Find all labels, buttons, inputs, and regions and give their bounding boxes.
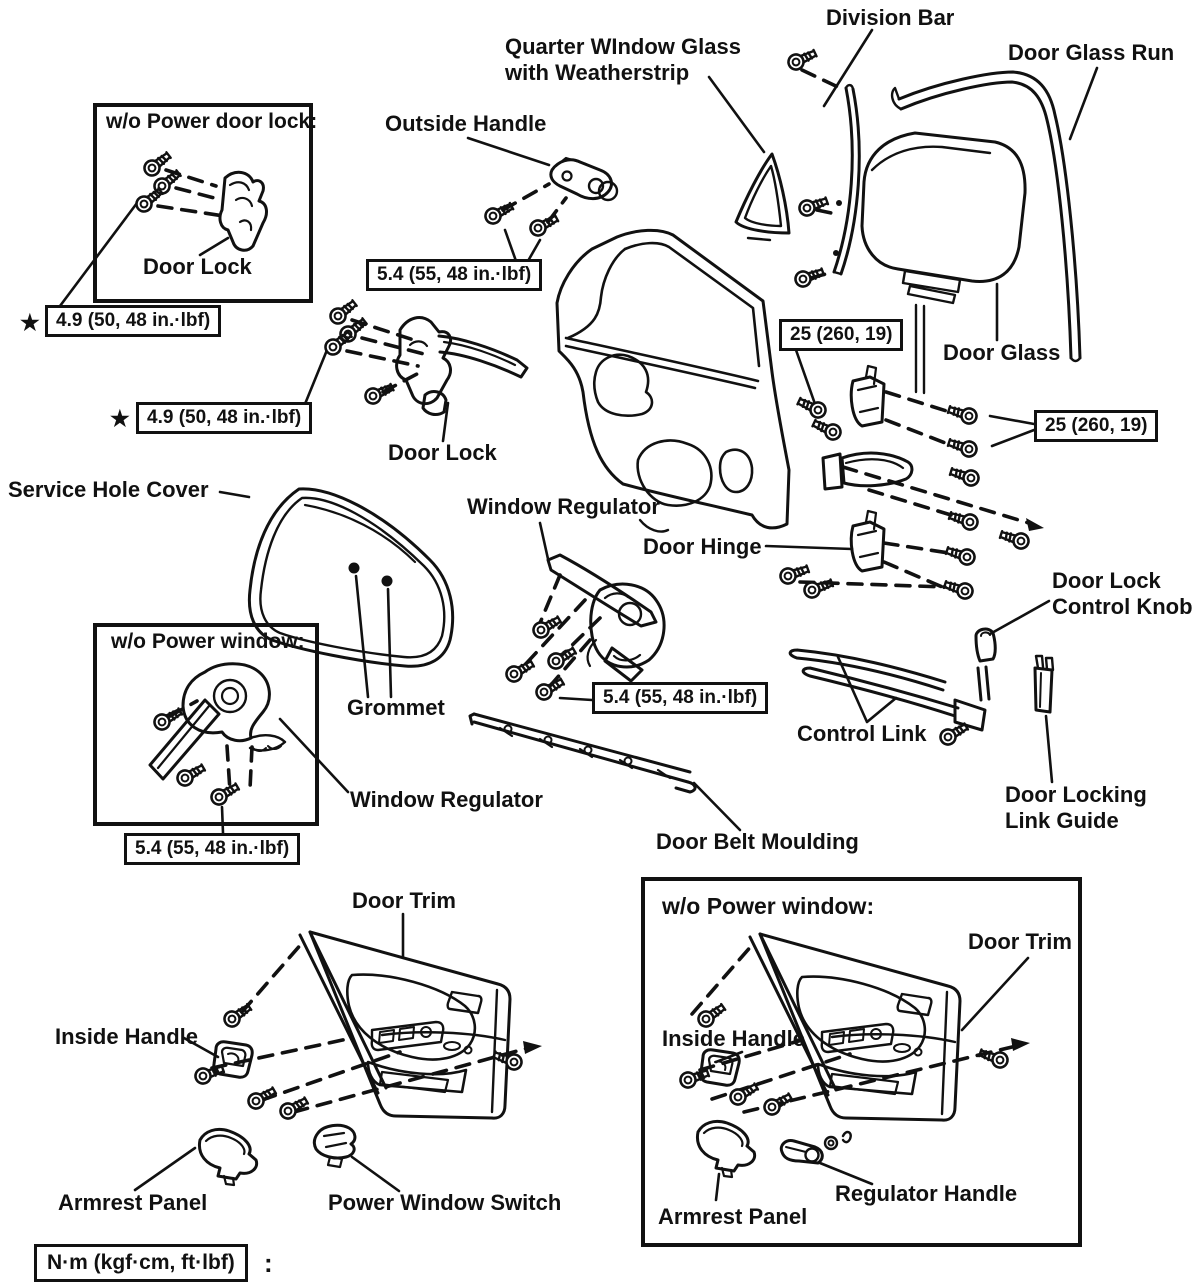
door-glass-drawing (860, 131, 1027, 395)
torque-box-4-9-b: 4.9 (50, 48 in.·lbf) (136, 402, 313, 434)
label-door-belt-moulding: Door Belt Moulding (656, 829, 859, 854)
inset-heading-power-door-lock: w/o Power door lock: (106, 110, 318, 133)
label-division-bar: Division Bar (826, 5, 955, 30)
door-locking-link-guide-drawing (1033, 654, 1055, 714)
label-quarter-window-glass: Quarter WIndow Glass with Weatherstrip (505, 34, 741, 86)
label-door-lock-control-knob-line1: Door Lock (1052, 568, 1161, 593)
label-door-locking-link-guide-line2: Link Guide (1005, 808, 1119, 833)
door-hinge-drawings (813, 322, 914, 573)
quarter-window-glass-drawing (734, 152, 791, 242)
outside-handle-drawing (549, 156, 619, 202)
screw-icon (945, 433, 980, 460)
screw-icon (941, 575, 976, 602)
label-quarter-window-glass-line1: Quarter WIndow Glass (505, 34, 741, 59)
label-door-glass: Door Glass (943, 340, 1061, 365)
label-quarter-window-glass-line2: with Weatherstrip (505, 60, 690, 85)
screw-icon (191, 1060, 227, 1088)
label-outside-handle: Outside Handle (385, 111, 547, 136)
power-window-switch-drawing (312, 1123, 357, 1169)
label-power-window-switch: Power Window Switch (328, 1190, 562, 1215)
torque-box-5-4-a: 5.4 (55, 48 in.·lbf) (366, 259, 543, 291)
door-lock-striker-drawing (218, 170, 268, 252)
screw-icon (946, 506, 981, 533)
label-inside-handle-left: Inside Handle (55, 1024, 199, 1049)
screw-icon (800, 574, 836, 602)
label-grommet: Grommet (347, 695, 445, 720)
door-trim-drawing-right (695, 932, 962, 1179)
torque-box-25-a: 25 (260, 19) (779, 319, 904, 351)
screw-icon (784, 44, 820, 74)
control-link-drawing (788, 627, 997, 732)
screw-icon (947, 462, 982, 489)
label-door-trim-left: Door Trim (352, 888, 456, 913)
screw-icon (220, 999, 256, 1031)
door-lock-drawing (395, 316, 529, 417)
label-door-lock: Door Lock (388, 440, 497, 465)
screw-icon (502, 655, 538, 686)
star-marker-1: ★ (20, 310, 40, 335)
door-trim-drawing-left (197, 930, 512, 1187)
screw-icon (791, 263, 827, 291)
inset-wo-power-window-regulator (93, 623, 319, 826)
torque-box-25-b: 25 (260, 19) (1034, 410, 1159, 442)
label-door-trim-right: Door Trim (968, 929, 1072, 954)
legend-colon: : (264, 1248, 273, 1278)
service-hole-cover-drawing (247, 487, 455, 668)
screw-icon (795, 192, 831, 220)
window-regulator-drawing (546, 553, 666, 683)
inset-heading-power-window-right: w/o Power window: (662, 893, 875, 919)
screw-icon (809, 414, 845, 444)
screw-icon (997, 525, 1032, 552)
label-leader-lines (58, 28, 1099, 1202)
screw-icon (526, 210, 562, 240)
label-door-glass-run: Door Glass Run (1008, 40, 1175, 65)
torque-box-4-9-a: 4.9 (50, 48 in.·lbf) (45, 305, 222, 337)
inset-heading-power-window-left: w/o Power window: (111, 630, 305, 653)
door-glass-run-drawing (890, 70, 1082, 363)
torque-box-5-4-b: 5.4 (55, 48 in.·lbf) (592, 682, 769, 714)
torque-box-5-4-c: 5.4 (55, 48 in.·lbf) (124, 833, 301, 865)
inset-wo-power-window-trim (641, 877, 1082, 1247)
label-door-hinge: Door Hinge (643, 534, 762, 559)
screw-icon (936, 718, 972, 749)
manual-window-regulator-drawing (148, 662, 287, 781)
door-lock-control-knob-part (974, 627, 997, 663)
label-armrest-panel-left: Armrest Panel (58, 1190, 208, 1215)
label-regulator-handle: Regulator Handle (835, 1181, 1018, 1206)
door-belt-moulding-drawing (468, 712, 697, 794)
inset-wo-power-door-lock (93, 103, 313, 303)
grommet-part (348, 562, 360, 574)
label-window-regulator: Window Regulator (467, 494, 660, 519)
screw-icon (481, 198, 517, 228)
division-bar-drawing (832, 83, 861, 276)
label-inside-handle-right: Inside Handle (662, 1026, 806, 1051)
label-door-locking-link-guide-line1: Door Locking (1005, 782, 1147, 807)
screw-icon (945, 400, 980, 427)
screw-icon (361, 378, 397, 408)
star-marker-2: ★ (110, 406, 130, 431)
label-armrest-panel-right: Armrest Panel (658, 1204, 808, 1229)
label-door-lock-control-knob: Door Lock Control Knob (1052, 568, 1193, 620)
label-window-regulator-inset: Window Regulator (350, 787, 543, 812)
label-door-lock-inset: Door Lock (143, 254, 252, 279)
label-control-link: Control Link (797, 721, 927, 746)
label-service-hole-cover: Service Hole Cover (8, 477, 209, 502)
legend-units-box: N·m (kgf·cm, ft·lbf) (34, 1244, 248, 1282)
screw-icon (943, 541, 978, 568)
label-door-lock-control-knob-line2: Control Knob (1052, 594, 1193, 619)
label-door-locking-link-guide: Door Locking Link Guide (1005, 782, 1147, 834)
regulator-handle-drawing (779, 1130, 852, 1165)
dashed-line-arrowheads (523, 518, 1044, 1054)
grommet-part (381, 575, 393, 587)
door-shell-drawing (555, 228, 791, 533)
